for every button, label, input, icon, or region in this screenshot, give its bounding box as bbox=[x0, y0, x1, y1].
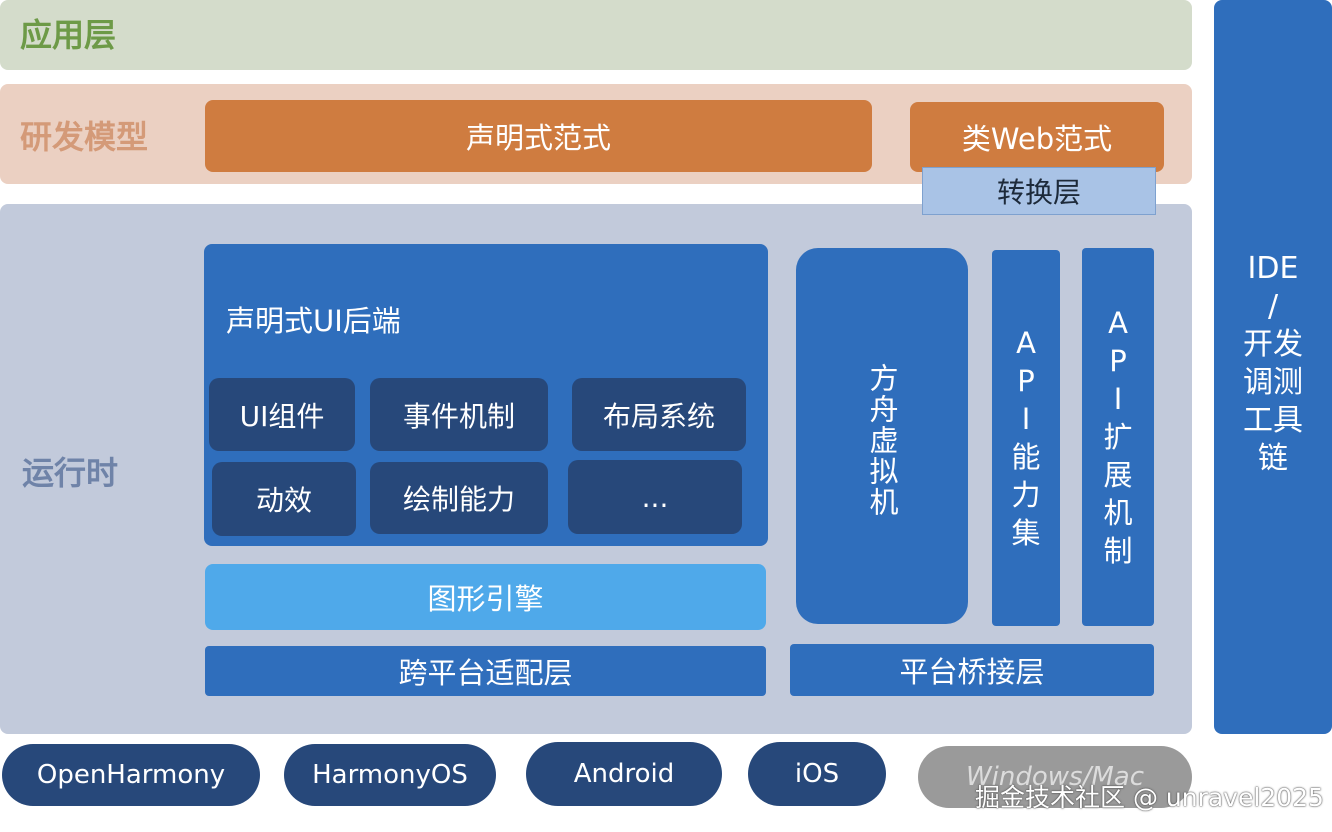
watermark-text: 掘金技术社区 @ unravel2025 bbox=[975, 783, 1324, 812]
api-extension-char: 扩 bbox=[1103, 420, 1133, 454]
api-capability-label: A P I 能 力 集 bbox=[992, 324, 1060, 552]
api-capability-char: P bbox=[1017, 364, 1035, 398]
api-extension-box bbox=[1082, 248, 1154, 626]
api-extension-char: 机 bbox=[1103, 496, 1133, 530]
platform-ios: iOS bbox=[748, 742, 886, 806]
ide-line: 开发 bbox=[1243, 327, 1303, 362]
ide-line: 调测 bbox=[1243, 365, 1303, 400]
api-capability-char: 能 bbox=[1011, 440, 1041, 474]
api-extension-char: 展 bbox=[1103, 458, 1133, 492]
module-ui-components: UI组件 bbox=[209, 378, 355, 451]
graphics-engine-box: 图形引擎 bbox=[205, 564, 766, 630]
runtime-label: 运行时 bbox=[22, 454, 119, 492]
ide-line: 链 bbox=[1258, 441, 1288, 476]
api-extension-char: A bbox=[1108, 306, 1128, 340]
application-layer-label: 应用层 bbox=[20, 16, 117, 54]
web-like-paradigm-box: 类Web范式 bbox=[910, 102, 1164, 172]
ide-toolchain-label: IDE / 开发 调测 工具 链 bbox=[1214, 250, 1332, 478]
application-layer-band bbox=[0, 0, 1192, 70]
ide-line: / bbox=[1267, 289, 1279, 324]
conversion-layer-box: 转换层 bbox=[922, 167, 1156, 215]
ide-toolchain-column bbox=[1214, 0, 1332, 734]
platform-harmonyos: HarmonyOS bbox=[284, 744, 496, 806]
api-capability-char: 集 bbox=[1011, 516, 1041, 550]
cross-platform-adapter-box: 跨平台适配层 bbox=[205, 646, 766, 696]
api-extension-char: 制 bbox=[1103, 534, 1133, 568]
ark-vm-box bbox=[796, 248, 968, 624]
platform-android: Android bbox=[526, 742, 722, 806]
declarative-ui-backend-title: 声明式UI后端 bbox=[226, 304, 401, 338]
ark-vm-label: 方舟虚拟机 bbox=[865, 362, 899, 518]
module-event-mechanism: 事件机制 bbox=[370, 378, 548, 451]
ide-line: IDE bbox=[1247, 251, 1299, 286]
api-capability-char: A bbox=[1016, 326, 1036, 360]
module-animation: 动效 bbox=[212, 462, 356, 536]
api-capability-char: 力 bbox=[1011, 478, 1041, 512]
development-model-label: 研发模型 bbox=[20, 118, 149, 156]
ide-line: 工具 bbox=[1243, 403, 1303, 438]
platform-bridge-box: 平台桥接层 bbox=[790, 644, 1154, 696]
api-capability-char: I bbox=[1021, 402, 1031, 436]
api-extension-label: A P I 扩 展 机 制 bbox=[1082, 304, 1154, 570]
module-layout-system: 布局系统 bbox=[572, 378, 746, 451]
api-extension-char: I bbox=[1113, 382, 1123, 416]
api-extension-char: P bbox=[1109, 344, 1127, 378]
platform-openharmony: OpenHarmony bbox=[2, 744, 260, 806]
declarative-paradigm-box: 声明式范式 bbox=[205, 100, 872, 172]
module-more: ... bbox=[568, 460, 742, 534]
platform-windows-mac: Windows/Mac bbox=[918, 746, 1192, 808]
api-capability-box bbox=[992, 250, 1060, 626]
module-drawing-capability: 绘制能力 bbox=[370, 462, 548, 534]
